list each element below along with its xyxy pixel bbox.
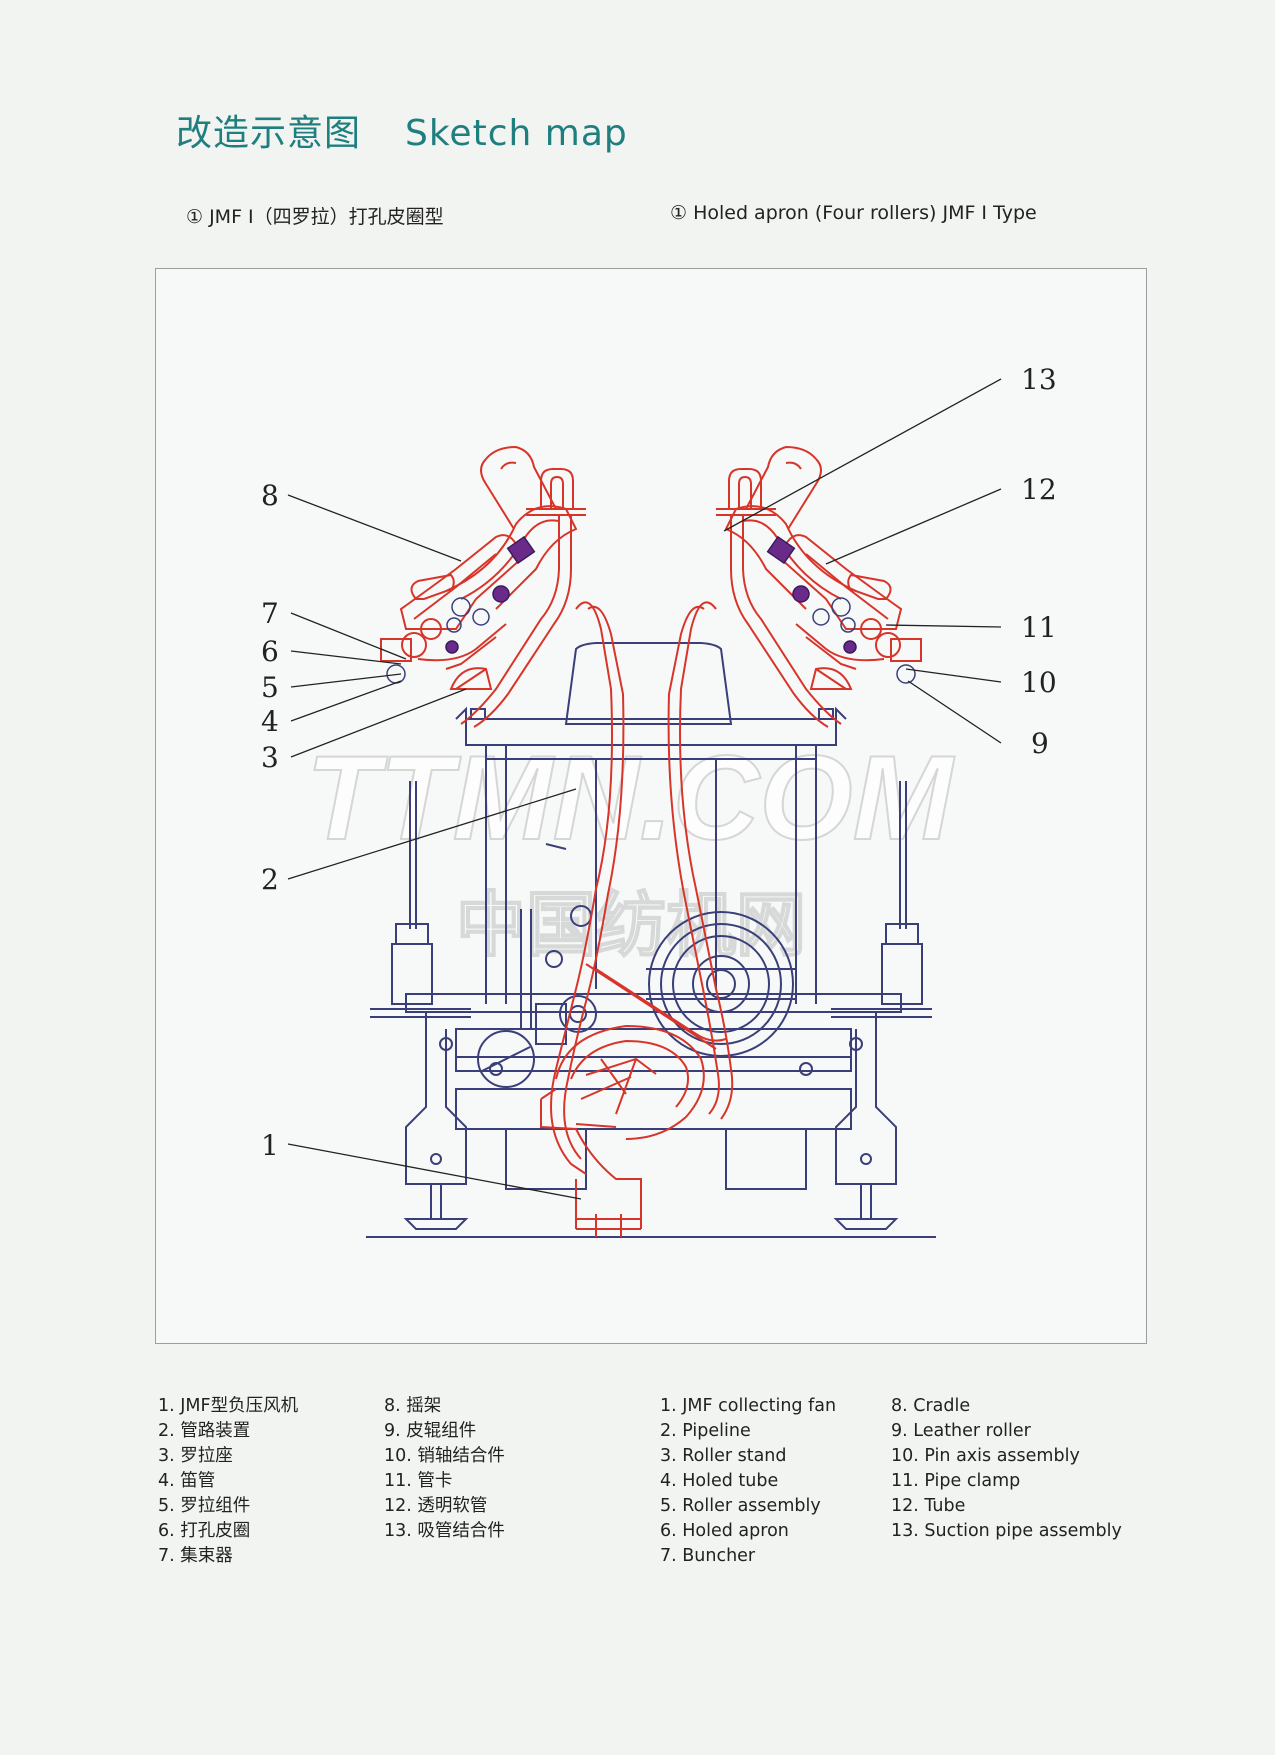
page-title: 改造示意图 Sketch map [176,104,672,156]
callout-8: 8 [261,479,279,512]
subtitle-cn: ① JMF Ⅰ（四罗拉）打孔皮圈型 [186,206,444,228]
title-cn: 改造示意图 [176,113,362,154]
title-en: Sketch map [405,113,628,154]
legend-item: 13. 吸管结合件 [384,1521,505,1541]
legend-item: 10. Pin axis assembly [891,1446,1080,1466]
legend-item: 7. Buncher [660,1546,756,1566]
watermark-en: TTMN.COM [306,731,956,865]
legend-item: 1. JMF型负压风机 [158,1396,299,1416]
legend-item: 3. Roller stand [660,1446,787,1466]
legend-cn-column-2: 8. 摇架 9. 皮辊组件 10. 销轴结合件 11. 管卡 12. 透明软管 … [384,1394,505,1544]
callout-5: 5 [261,671,279,704]
legend-item: 8. 摇架 [384,1396,442,1416]
callout-13: 13 [1021,363,1057,396]
legend-en-column-2: 8. Cradle 9. Leather roller 10. Pin axis… [891,1394,1122,1544]
legend-item: 6. Holed apron [660,1521,789,1541]
legend-item: 3. 罗拉座 [158,1446,233,1466]
legend-item: 5. 罗拉组件 [158,1496,251,1516]
callout-9: 9 [1031,727,1049,760]
watermark-cn: 中国纺机网 [456,884,806,966]
legend-item: 8. Cradle [891,1396,971,1416]
legend-item: 6. 打孔皮圈 [158,1521,251,1541]
legend-item: 11. 管卡 [384,1471,453,1491]
legend-item: 1. JMF collecting fan [660,1396,837,1416]
legend-item: 9. Leather roller [891,1421,1031,1441]
legend-item: 2. Pipeline [660,1421,751,1441]
callout-6: 6 [261,635,279,668]
callout-3: 3 [261,741,279,774]
sketch-diagram: TTMN.COM 中国纺机网 [261,363,1057,1238]
callout-numbers: 1 2 3 4 5 6 7 8 9 10 11 12 13 [261,363,1057,1162]
legend-cn-column-1: 1. JMF型负压风机 2. 管路装置 3. 罗拉座 4. 笛管 5. 罗拉组件… [158,1394,298,1569]
legend-item: 2. 管路装置 [158,1421,251,1441]
callout-4: 4 [261,705,279,738]
roller-parts [445,535,857,654]
callout-lines [287,378,1002,1200]
legend-item: 4. Holed tube [660,1471,779,1491]
callout-7: 7 [261,597,279,630]
legend-item: 9. 皮辊组件 [384,1421,477,1441]
legend-item: 10. 销轴结合件 [384,1446,505,1466]
callout-1: 1 [261,1129,279,1162]
diagram-frame: TTMN.COM 中国纺机网 [155,268,1147,1344]
subtitle-en: ① Holed apron (Four rollers) JMF Ⅰ Type [670,202,1037,224]
roller-outlines [386,597,916,684]
callout-11: 11 [1021,611,1057,644]
legend-item: 13. Suction pipe assembly [891,1521,1122,1541]
legend-item: 12. 透明软管 [384,1496,488,1516]
legend-item: 7. 集束器 [158,1546,233,1566]
callout-12: 12 [1021,473,1057,506]
legend-item: 4. 笛管 [158,1471,216,1491]
callout-2: 2 [261,863,279,896]
callout-10: 10 [1021,666,1057,699]
retrofit-overlay [380,445,922,1237]
legend-item: 12. Tube [891,1496,966,1516]
legend-item: 5. Roller assembly [660,1496,821,1516]
legend-item: 11. Pipe clamp [891,1471,1021,1491]
legend-en-column-1: 1. JMF collecting fan 2. Pipeline 3. Rol… [660,1394,836,1569]
